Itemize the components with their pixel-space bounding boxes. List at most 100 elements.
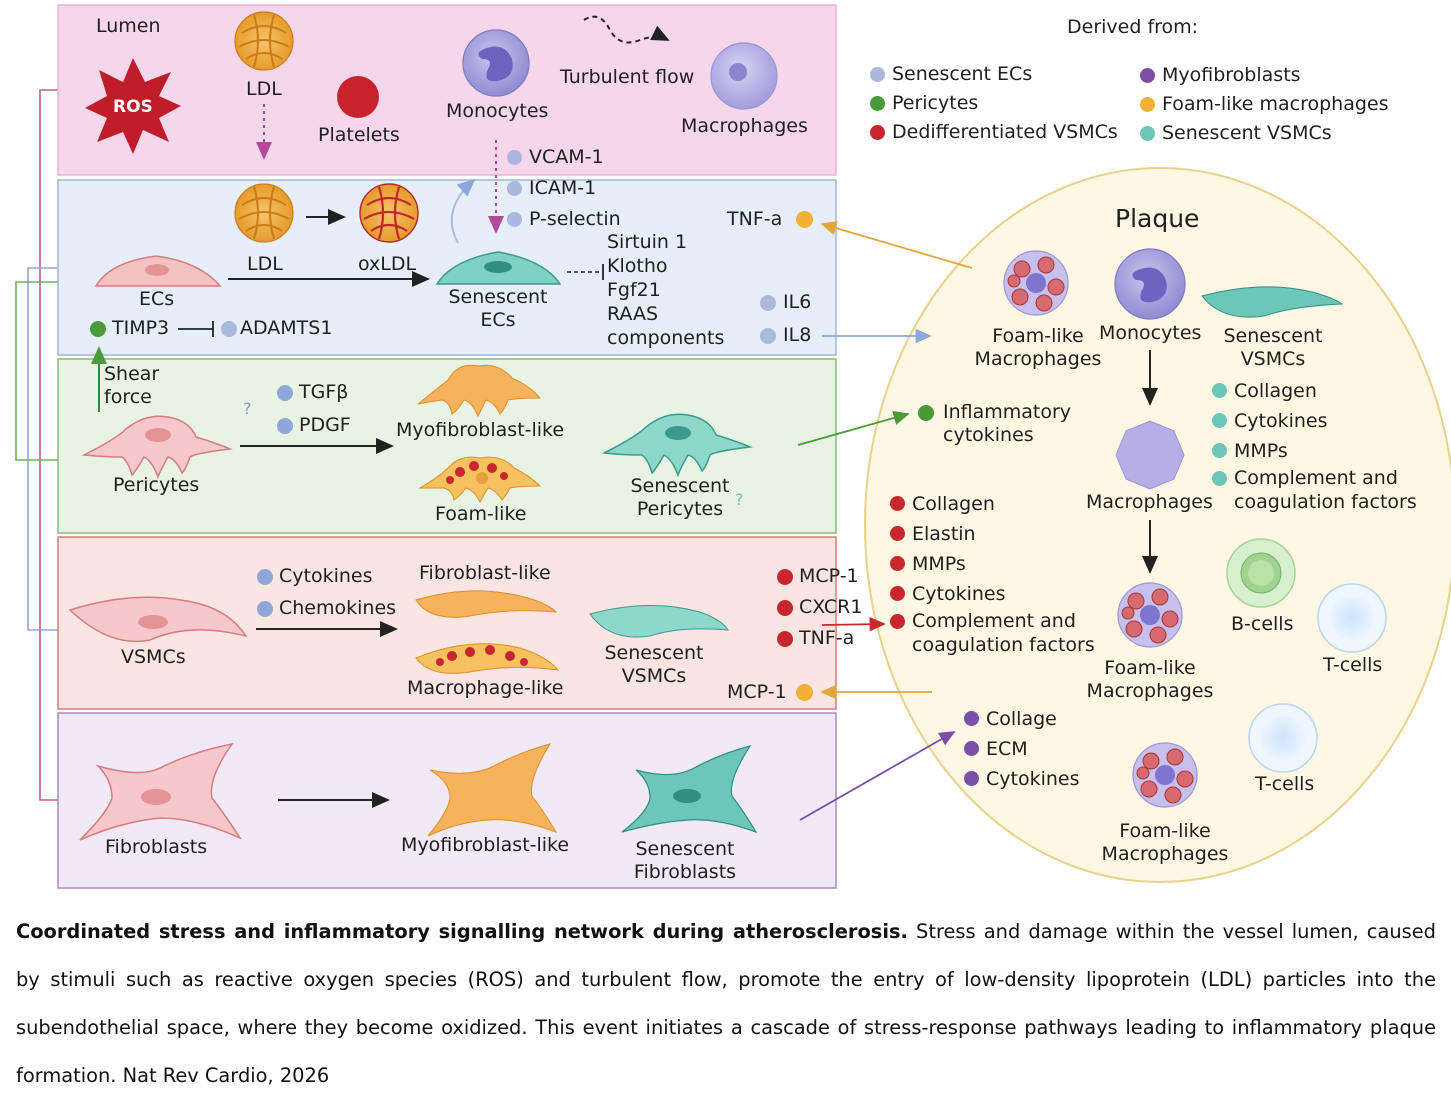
monocyte-icon [462, 29, 530, 97]
plaque-ellipse [864, 167, 1451, 883]
t-cells-2-label: T-cells [1255, 773, 1315, 795]
b-cell-icon [1226, 538, 1296, 608]
ec-dot [507, 212, 522, 227]
il8-label: IL8 [783, 324, 812, 346]
list-item: P-selectin [507, 204, 621, 235]
sen-vsmc-dot [1212, 383, 1227, 398]
tnf-vsmc-label: TNF-a [799, 627, 855, 649]
list-item: Collage [964, 704, 1080, 734]
foam-like-macrophages-2-label: Foam-like Macrophages [1086, 657, 1214, 702]
oxldl-particle-icon [359, 183, 419, 243]
dedifferentiated-vsmc-products: Collagen Elastin MMPs Cytokines Compleme… [890, 489, 1095, 657]
myofibroblast-like-fib-label: Myofibroblast-like [401, 834, 570, 856]
fibroblast-like-label: Fibroblast-like [419, 562, 551, 584]
senescent-vsmc-icon [1201, 286, 1344, 318]
legend-item: Senescent VSMCs [1140, 119, 1389, 148]
myofibroblast-products: Collage ECM Cytokines [964, 704, 1080, 794]
pericyte-cell-icon [81, 415, 233, 480]
senescent-pericytes-label: Senescent Pericytes [630, 475, 730, 520]
vsmcs-label: VSMCs [121, 646, 186, 668]
foam-dot [1140, 97, 1155, 112]
ec-dot [221, 321, 237, 337]
foam-macrophage-icon [1132, 742, 1198, 808]
t-cell-icon [1317, 583, 1387, 653]
list-item: Collagen [1212, 376, 1417, 406]
foam-like-macrophages-label: Foam-like Macrophages [974, 325, 1102, 370]
senescent-vsmc-products: Collagen Cytokines MMPs Complement and c… [1212, 376, 1417, 514]
vsmc-dot [777, 600, 793, 616]
caption-body: Stress and damage within the vessel lume… [16, 920, 1436, 1087]
il6-label: IL6 [783, 291, 812, 313]
sen-vsmc-dot [1212, 413, 1227, 428]
foam-like-pericyte-icon [418, 456, 542, 504]
ec-dot [257, 601, 273, 617]
b-cells-label: B-cells [1231, 613, 1294, 635]
turbulent-flow-icon [583, 15, 670, 44]
ec-dot [277, 385, 293, 401]
vsmc-cell-icon [68, 596, 248, 643]
question-mark-label: ? [243, 399, 252, 418]
senescent-fibroblast-icon [621, 745, 758, 834]
foam-like-label: Foam-like [435, 503, 527, 525]
myo-dot [1140, 68, 1155, 83]
side-connectors [15, 89, 58, 801]
figure-caption: Coordinated stress and inflammatory sign… [16, 908, 1436, 1100]
foam-macrophage-icon [1003, 250, 1069, 316]
myo-dot [964, 771, 979, 786]
foam-like-macrophages-3-label: Foam-like Macrophages [1101, 820, 1229, 865]
question-mark-label: ? [735, 490, 744, 509]
senescent-ec-nucleus [484, 261, 512, 273]
adhesion-molecule-list: VCAM-1 ICAM-1 P-selectin [507, 142, 621, 235]
myofibroblast-like-pericyte-icon [417, 364, 542, 418]
lumen-label: Lumen [96, 15, 161, 37]
list-item: ICAM-1 [507, 173, 621, 204]
pericyte-to-plaque-arrow [797, 410, 910, 446]
senescent-ecs-label: Senescent ECs [448, 286, 548, 331]
pericyte-dot [918, 405, 934, 421]
foam-dot [796, 684, 813, 701]
ec-dot [870, 67, 885, 82]
list-item: Collagen [890, 489, 1095, 519]
senescent-pericyte-icon [601, 413, 753, 478]
cxcr1-label: CXCR1 [799, 596, 863, 618]
vsmc-dot [777, 631, 793, 647]
senescent-vsmcs-label: Senescent VSMCs [604, 642, 704, 687]
list-item: ECM [964, 734, 1080, 764]
macrophage-icon [710, 42, 778, 110]
ec-dot [507, 181, 522, 196]
tgf-label: TGFβ [299, 381, 349, 403]
list-item: MMPs [1212, 436, 1417, 466]
vsmc-dot [870, 125, 885, 140]
sen-vsmc-dot [1212, 443, 1227, 458]
ec-dot [277, 418, 293, 434]
oxldl-label: oxLDL [358, 253, 417, 275]
legend-title: Derived from: [1067, 16, 1199, 38]
vsmc-dot [890, 556, 905, 571]
vsmc-dot [890, 496, 905, 511]
legend-item: Myofibroblasts [1140, 61, 1389, 90]
list-item: Cytokines [964, 764, 1080, 794]
platelet-icon [337, 76, 379, 118]
myo-dot [964, 741, 979, 756]
pdgf-label: PDGF [299, 414, 351, 436]
ldl-endo-label: LDL [247, 253, 283, 275]
macrophage-icon [1115, 420, 1185, 490]
foam-macrophage-icon [1117, 582, 1183, 648]
plaque-title: Plaque [1115, 204, 1200, 233]
turbulent-flow-label: Turbulent flow [560, 66, 695, 88]
fibroblasts-label: Fibroblasts [105, 836, 208, 858]
legend-right: Myofibroblasts Foam-like macrophages Sen… [1140, 61, 1389, 148]
list-item: MMPs [890, 549, 1095, 579]
senescent-vsmcs-plaque-label: Senescent VSMCs [1223, 325, 1323, 370]
sen-vsmc-dot [1212, 471, 1227, 486]
myofibroblast-like-label: Myofibroblast-like [396, 419, 565, 441]
pericyte-dot [870, 96, 885, 111]
diagram-canvas [15, 4, 1451, 889]
monocytes-lumen-label: Monocytes [446, 100, 549, 122]
fibroblast-like-vsmc-icon [415, 590, 558, 618]
ec-dot [257, 569, 273, 585]
list-item: VCAM-1 [507, 142, 621, 173]
ldl-particle-icon [234, 183, 294, 243]
pericyte-dot [90, 321, 106, 337]
legend-left: Senescent ECs Pericytes Dedifferentiated… [870, 60, 1118, 147]
